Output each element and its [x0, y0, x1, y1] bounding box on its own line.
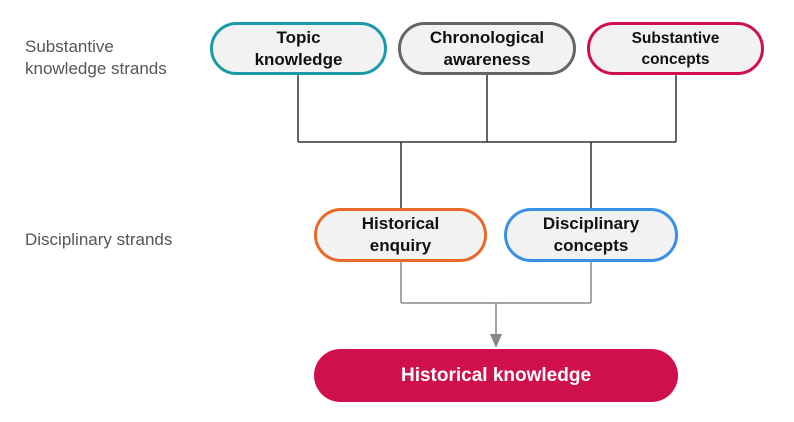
- disciplinary-strands-label: Disciplinary strands: [25, 230, 173, 249]
- chronological-awareness-node: Chronological awareness: [398, 22, 576, 75]
- disciplinary-concepts-node: Disciplinary concepts: [504, 208, 678, 262]
- substantive-concepts-node: Substantive concepts: [587, 22, 764, 75]
- historical-knowledge-node: Historical knowledge: [314, 349, 678, 402]
- historical-enquiry-node: Historical enquiry: [314, 208, 487, 262]
- substantive-strands-label: Substantive knowledge strands: [25, 37, 167, 78]
- topic-knowledge-node: Topic knowledge: [210, 22, 387, 75]
- arrowhead-icon: [490, 334, 502, 348]
